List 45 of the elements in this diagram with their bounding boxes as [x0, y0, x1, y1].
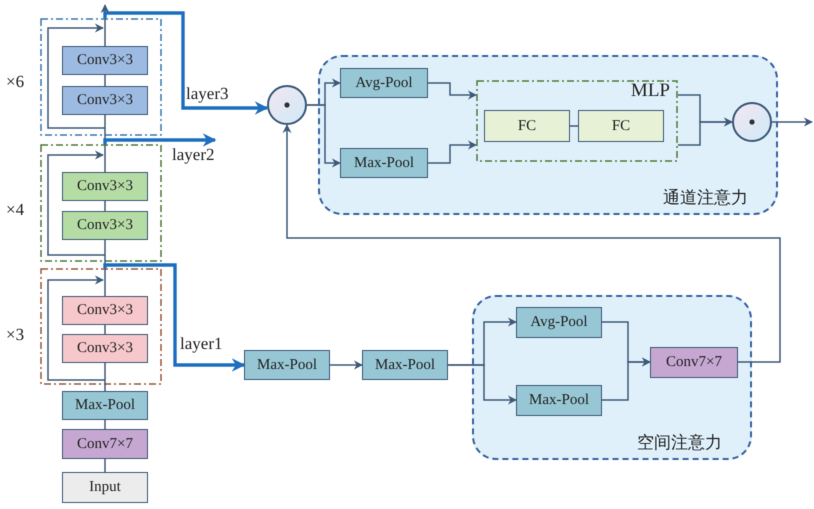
process-box: Avg-Pool	[340, 68, 428, 98]
attention-panel	[472, 295, 752, 460]
arrow	[47, 24, 105, 129]
process-box: Max-Pool	[244, 350, 330, 380]
arrow	[103, 133, 216, 147]
process-box: Conv3×3	[62, 334, 148, 363]
repeat-label: ×3	[6, 325, 24, 345]
process-box: Conv3×3	[62, 86, 148, 115]
repeat-label: ×6	[6, 72, 24, 92]
process-box: Max-Pool	[340, 148, 428, 178]
process-box: Conv7×7	[62, 429, 148, 459]
repeat-label: ×4	[6, 200, 24, 220]
arrow	[47, 276, 105, 381]
arrow	[602, 358, 651, 401]
process-box: FC	[578, 110, 664, 142]
edge-label: layer2	[172, 145, 214, 165]
group-title: 通道注意力	[663, 187, 748, 209]
arrow	[330, 360, 363, 370]
arrow	[103, 263, 246, 372]
arrow	[307, 104, 341, 168]
process-box: Conv3×3	[62, 46, 148, 75]
process-box: Input	[62, 472, 148, 503]
process-box: Conv3×3	[62, 296, 148, 325]
group-title: 空间注意力	[637, 432, 722, 454]
process-box: Max-Pool	[62, 391, 148, 420]
process-box: Conv3×3	[62, 211, 148, 240]
arrow	[448, 364, 517, 404]
group-title: MLP	[630, 80, 670, 102]
arrow	[428, 82, 477, 100]
process-box: Avg-Pool	[516, 307, 602, 338]
arrow	[282, 124, 781, 363]
arrow	[100, 4, 110, 46]
arrow	[47, 150, 105, 256]
edge-label: layer1	[180, 334, 222, 354]
process-box: Conv3×3	[62, 172, 148, 201]
arrow	[772, 118, 813, 126]
arrow	[428, 140, 477, 164]
process-box: FC	[484, 110, 570, 142]
arrow	[103, 11, 268, 115]
process-box: Conv7×7	[650, 347, 738, 378]
attention-panel	[318, 55, 778, 215]
process-box: Max-Pool	[516, 385, 602, 416]
arrow	[678, 118, 733, 146]
process-box: Max-Pool	[362, 350, 448, 380]
edge-label: layer3	[186, 84, 228, 104]
